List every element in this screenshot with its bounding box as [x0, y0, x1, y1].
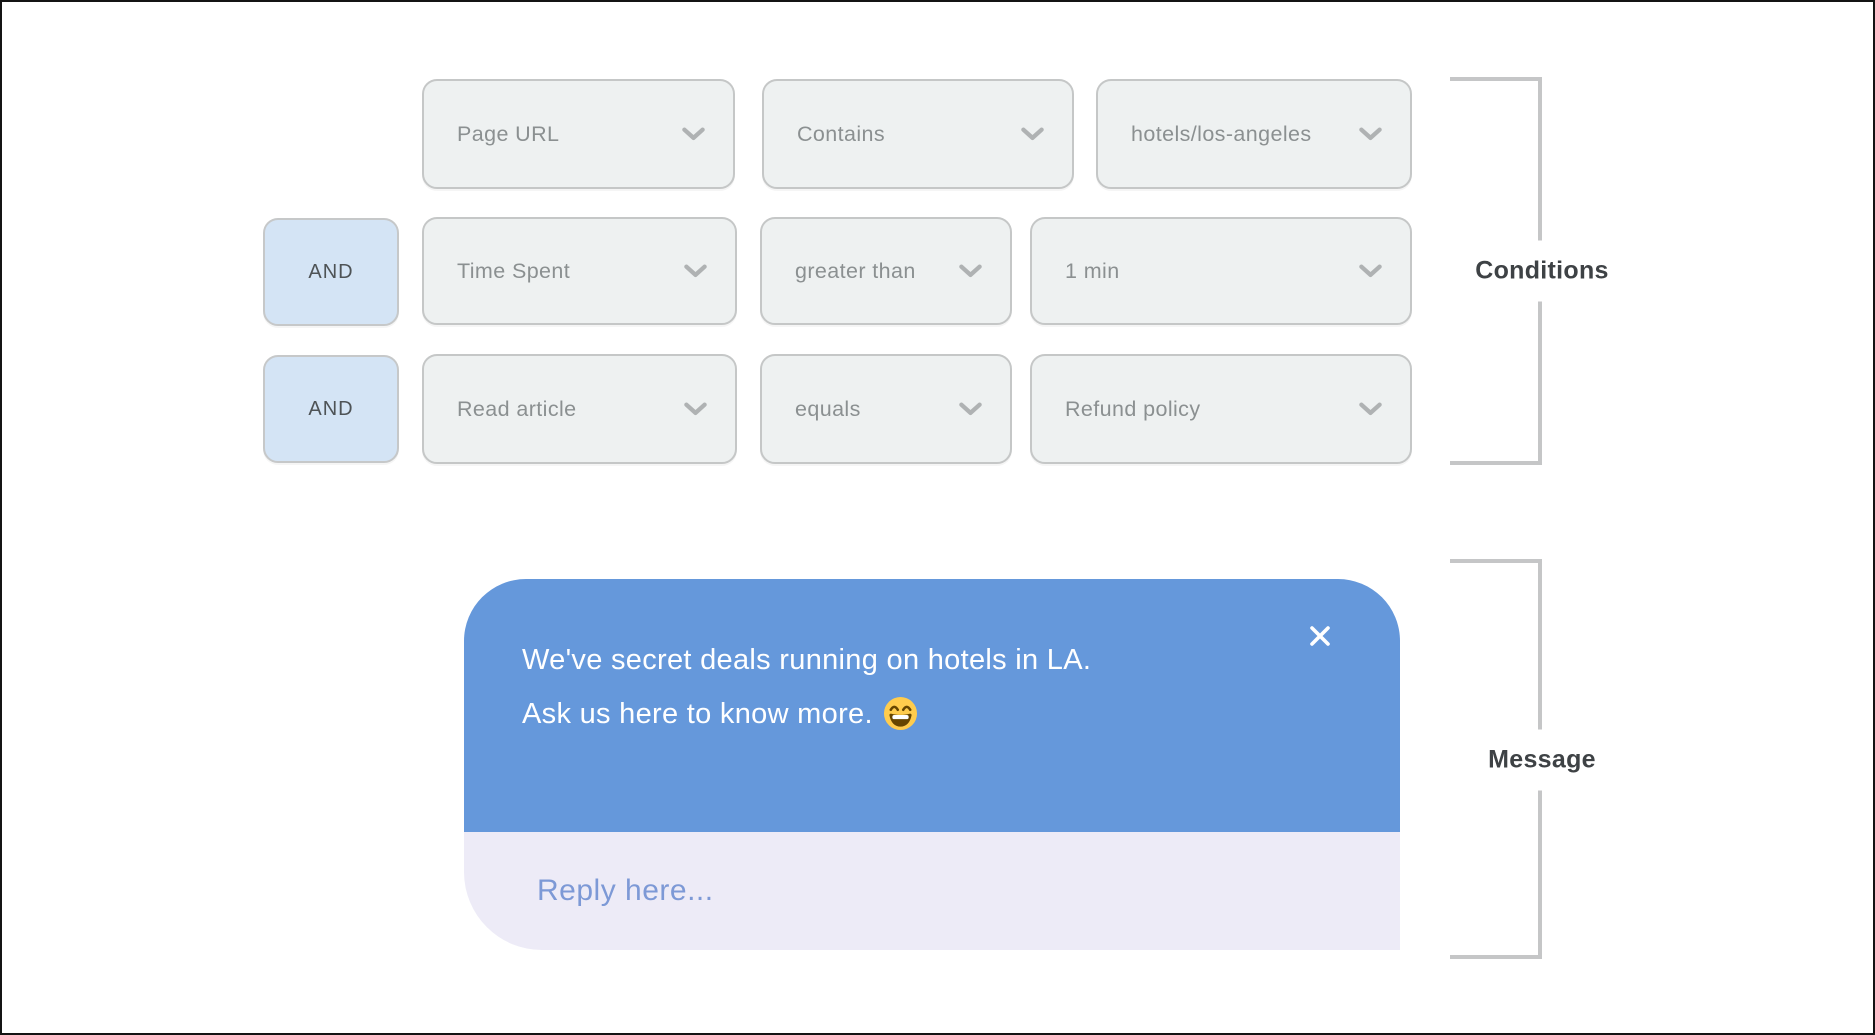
chat-widget: We've secret deals running on hotels in … [464, 579, 1400, 950]
chevron-down-icon [684, 402, 707, 416]
chevron-down-icon [1021, 127, 1044, 141]
and-connector-chip[interactable]: AND [263, 355, 399, 463]
chevron-down-icon [1359, 402, 1382, 416]
condition-value-dropdown[interactable]: Refund policy [1030, 354, 1412, 464]
message-section-label: Message [1480, 729, 1604, 791]
close-button[interactable] [1306, 623, 1334, 651]
chevron-down-icon [1359, 127, 1382, 141]
condition-field-dropdown[interactable]: Read article [422, 354, 737, 464]
dropdown-label: Contains [797, 121, 886, 146]
dropdown-label: Refund policy [1065, 396, 1201, 421]
condition-operator-dropdown[interactable]: equals [760, 354, 1012, 464]
condition-operator-dropdown[interactable]: greater than [760, 217, 1012, 325]
message-text-line1: We've secret deals running on hotels in … [522, 644, 1092, 676]
chevron-down-icon [682, 127, 705, 141]
message-text-line2: Ask us here to know more. [522, 687, 1091, 749]
condition-value-dropdown[interactable]: hotels/los-angeles [1096, 79, 1412, 189]
chevron-down-icon [959, 264, 982, 278]
condition-field-dropdown[interactable]: Time Spent [422, 217, 737, 325]
dropdown-label: equals [795, 396, 861, 421]
and-connector-chip[interactable]: AND [263, 218, 399, 326]
and-label: AND [308, 397, 354, 420]
dropdown-label: Read article [457, 396, 577, 421]
dropdown-label: 1 min [1065, 258, 1120, 283]
dropdown-label: Page URL [457, 121, 560, 146]
chevron-down-icon [959, 402, 982, 416]
chevron-down-icon [684, 264, 707, 278]
close-icon [1308, 624, 1332, 651]
chat-message-bubble: We've secret deals running on hotels in … [464, 579, 1400, 832]
reply-input[interactable]: Reply here... [464, 832, 1400, 950]
dropdown-label: greater than [795, 258, 916, 283]
dropdown-label: Time Spent [457, 258, 571, 283]
grin-emoji [883, 695, 918, 749]
dropdown-label: hotels/los-angeles [1131, 121, 1312, 146]
reply-placeholder: Reply here... [537, 874, 714, 907]
conditions-section-label: Conditions [1467, 240, 1617, 302]
chevron-down-icon [1359, 264, 1382, 278]
condition-operator-dropdown[interactable]: Contains [762, 79, 1074, 189]
condition-field-dropdown[interactable]: Page URL [422, 79, 735, 189]
and-label: AND [308, 260, 354, 283]
condition-value-dropdown[interactable]: 1 min [1030, 217, 1412, 325]
message-text: We've secret deals running on hotels in … [522, 633, 1091, 749]
